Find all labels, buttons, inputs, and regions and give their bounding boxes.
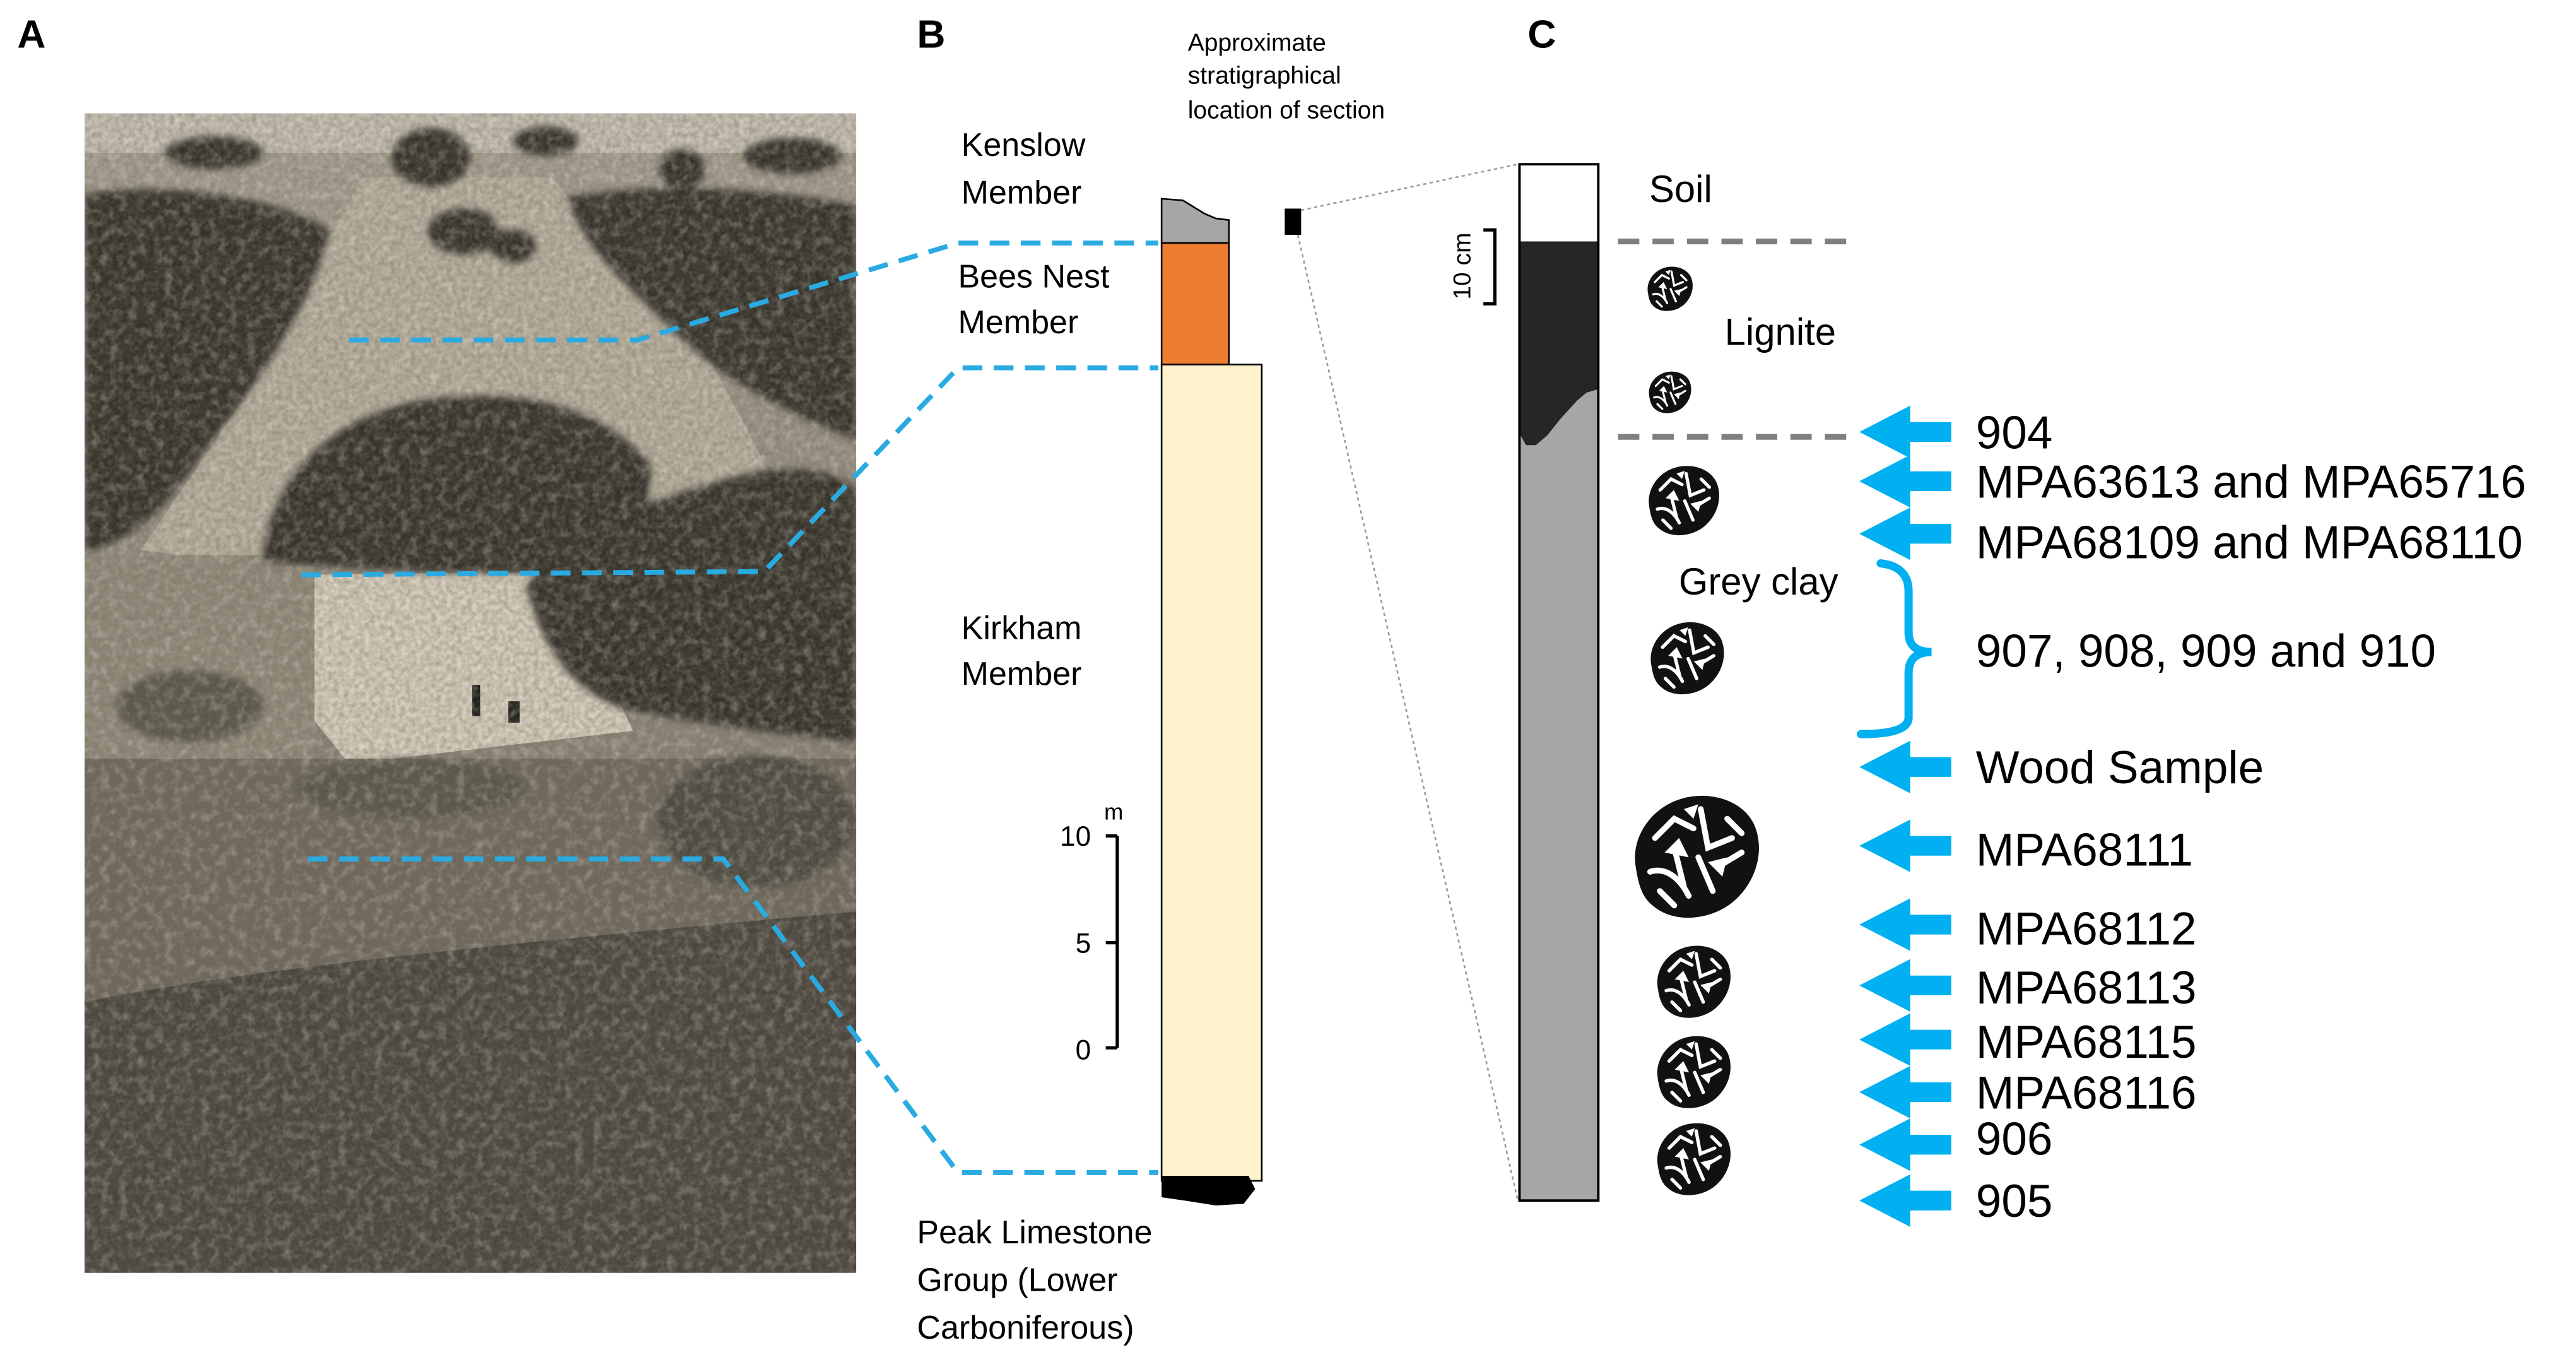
arrow-left-icon (1859, 1013, 1951, 1066)
scale-unit-label: m (1104, 798, 1123, 824)
panel-label-b: B (917, 12, 945, 56)
lignite-label: Lignite (1725, 311, 1836, 353)
arrow-left-icon (1859, 740, 1951, 793)
arrow-left-icon (1859, 507, 1951, 560)
fossil-tooth-icon (1648, 370, 1693, 415)
panel-label-c: C (1527, 12, 1556, 56)
fossil-tooth-icon (1650, 622, 1724, 694)
kenslow-label-1: Kenslow (962, 127, 1086, 163)
lignite-layer (1519, 241, 1599, 446)
sample-label: MPA68115 (1976, 1017, 2197, 1068)
fossil-tooth-icon (1657, 1036, 1731, 1108)
kirkham-label-1: Kirkham (962, 610, 1082, 646)
kenslow-label-2: Member (962, 175, 1082, 211)
peak-limestone-label-2: Group (Lower (917, 1262, 1117, 1298)
section-note-line-2: stratigraphical (1188, 62, 1341, 90)
bees-nest-member-unit (1160, 242, 1230, 365)
arrow-left-icon (1859, 454, 1951, 508)
peak-limestone-unit (1162, 1176, 1256, 1206)
kirkham-label-2: Member (962, 656, 1082, 692)
sample-label: 904 (1976, 407, 2053, 458)
stratigraphic-column-b (1160, 198, 1263, 1206)
correlation-line-kirkham-top (301, 365, 1158, 577)
kenslow-member-unit (1160, 198, 1230, 244)
sample-label: 906 (1976, 1113, 2053, 1164)
section-location-marker (1285, 208, 1302, 235)
correlation-line-bees-nest-top (349, 240, 1158, 343)
sample-range-brace (1857, 559, 1932, 738)
sample-label: Wood Sample (1976, 742, 2264, 793)
bees-nest-label-2: Member (958, 304, 1078, 341)
zoom-guide-line-top (1301, 163, 1519, 211)
sample-label: 905 (1976, 1176, 2053, 1227)
fossil-tooth-icon (1635, 796, 1758, 918)
arrow-left-icon (1859, 959, 1951, 1012)
section-note-line-1: Approximate (1188, 30, 1326, 57)
section-note-line-3: location of section (1188, 97, 1385, 124)
arrow-left-icon (1859, 819, 1951, 872)
sample-label: MPA68113 (1976, 962, 2197, 1014)
scale-tick-label: 10 (1060, 821, 1091, 852)
arrow-left-icon (1859, 1118, 1951, 1171)
panel-label-a: A (17, 12, 45, 56)
arrow-left-icon (1859, 1065, 1951, 1119)
arrow-left-icon (1859, 1174, 1951, 1227)
scale-bar-cm (1483, 228, 1497, 306)
correlation-line-kirkham-base (307, 856, 1158, 1175)
grey-clay-label: Grey clay (1679, 560, 1838, 603)
scale-tick-label: 5 (1076, 928, 1091, 959)
scale-bar-cm-label: 10 cm (1449, 232, 1476, 299)
sample-label: MPA68116 (1976, 1067, 2197, 1118)
soil-label: Soil (1649, 168, 1712, 210)
fossil-tooth-icon (1657, 1123, 1731, 1195)
sample-label: MPA68112 (1976, 903, 2197, 954)
sample-label: MPA68109 and MPA68110 (1976, 518, 2523, 569)
peak-limestone-label-1: Peak Limestone (917, 1214, 1152, 1251)
fossil-tooth-icon (1649, 466, 1719, 535)
field-photo (85, 113, 857, 1273)
sample-label: 907, 908, 909 and 910 (1976, 625, 2436, 677)
bees-nest-label-1: Bees Nest (958, 258, 1110, 295)
scale-tick-label: 0 (1076, 1034, 1091, 1065)
fossil-tooth-icon (1646, 265, 1694, 312)
detailed-section-c (1518, 163, 1600, 1202)
photo-texture-dark (85, 113, 857, 1273)
fossil-tooth-icon (1657, 946, 1731, 1018)
zoom-guide-line-bottom (1297, 234, 1519, 1201)
arrow-left-icon (1859, 405, 1951, 459)
section-outline (1518, 163, 1600, 1202)
sample-label: MPA63613 and MPA65716 (1976, 456, 2526, 507)
sample-label: MPA68111 (1976, 824, 2193, 875)
scale-bar-metres (1105, 834, 1119, 1050)
arrow-left-icon (1859, 898, 1951, 951)
sample-arrows (1857, 405, 1951, 1227)
kirkham-member-unit (1160, 364, 1263, 1182)
soil-layer (1519, 164, 1599, 242)
peak-limestone-label-3: Carboniferous) (917, 1310, 1134, 1346)
